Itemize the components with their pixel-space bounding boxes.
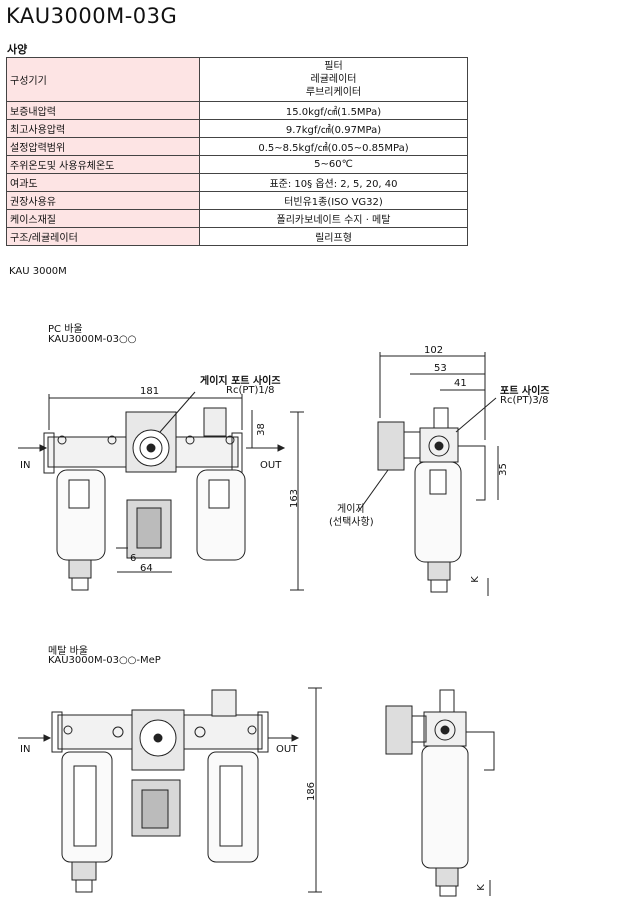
spec-row: 주위온도및 사용유체온도 5~60℃ (6, 155, 468, 174)
dim-k: K (469, 576, 481, 583)
spec-value: 릴리프형 (199, 227, 468, 246)
metal-dim-k: K (475, 884, 487, 891)
dim-35: 35 (497, 463, 509, 476)
spec-value-line: 표준: 10§ 옵션: 2, 5, 20, 40 (269, 179, 398, 190)
metal-front-view (18, 687, 322, 893)
spec-key: 설정압력범위 (6, 137, 200, 156)
spec-value-line: 루브리케이터 (305, 87, 362, 98)
spec-value-line: 0.5~8.5kgf/㎠(0.05~0.85MPa) (258, 143, 409, 154)
spec-key: 여과도 (6, 173, 200, 192)
spec-row: 구조/레귤레이터 릴리프형 (6, 227, 468, 246)
spec-value-line: 9.7kgf/㎠(0.97MPa) (285, 125, 382, 136)
pc-in-label: IN (20, 460, 31, 471)
pc-bowl-label: PC 바울 (48, 324, 83, 335)
spec-value-line: 릴리프형 (315, 233, 352, 244)
page-title: KAU3000M-03G (6, 4, 178, 28)
port-size-value: Rc(PT)3/8 (500, 395, 549, 406)
dim-102: 102 (424, 345, 444, 356)
metal-code-label: KAU3000M-03○○-MeP (48, 655, 161, 666)
dim-186: 186 (306, 781, 318, 802)
spec-value-line: 레귤레이터 (310, 74, 357, 85)
pc-out-label: OUT (260, 460, 282, 471)
spec-value-line: 폴리카보네이트 수지 · 메탈 (276, 215, 391, 226)
pc-side-view (357, 352, 499, 596)
dim-top: 38 (255, 423, 267, 436)
gauge-port-label: 게이지 포트 사이즈 (200, 376, 281, 387)
dim-6: 6 (130, 553, 137, 564)
spec-key: 최고사용압력 (6, 119, 200, 138)
gauge-port-size: Rc(PT)1/8 (226, 385, 275, 396)
spec-value-line: 5~60℃ (314, 159, 353, 170)
spec-key: 구성기기 (6, 57, 200, 102)
spec-key: 구조/레귤레이터 (6, 227, 200, 246)
spec-value-line: 터빈유1종(ISO VG32) (284, 197, 383, 208)
metal-out-label: OUT (276, 744, 298, 755)
dim-height: 163 (289, 488, 301, 509)
spec-value-line: 필터 (324, 61, 343, 72)
model-label: KAU 3000M (9, 266, 67, 277)
metal-side-view (385, 689, 495, 897)
dim-53: 53 (434, 363, 447, 374)
metal-bowl-label: 메탈 바울 (48, 646, 88, 657)
pc-front-view (18, 391, 304, 591)
spec-key: 권장사용유 (6, 191, 200, 210)
spec-row: 여과도 표준: 10§ 옵션: 2, 5, 20, 40 (6, 173, 468, 192)
dim-64: 64 (140, 563, 153, 574)
gauge-option: (선택사항) (329, 517, 374, 528)
dim-41: 41 (454, 378, 467, 389)
spec-key: 주위온도및 사용유체온도 (6, 155, 200, 174)
spec-row: 최고사용압력 9.7kgf/㎠(0.97MPa) (6, 119, 468, 138)
pc-code-label: KAU3000M-03○○ (48, 334, 137, 345)
section-heading: 사양 (7, 43, 28, 56)
spec-value-line: 15.0kgf/㎠(1.5MPa) (285, 107, 382, 118)
spec-row: 권장사용유 터빈유1종(ISO VG32) (6, 191, 468, 210)
metal-in-label: IN (20, 744, 31, 755)
gauge-label: 게이지 (337, 504, 365, 515)
dim-width: 181 (140, 386, 160, 397)
spec-row: 설정압력범위 0.5~8.5kgf/㎠(0.05~0.85MPa) (6, 137, 468, 156)
port-size-label: 포트 사이즈 (500, 386, 550, 397)
